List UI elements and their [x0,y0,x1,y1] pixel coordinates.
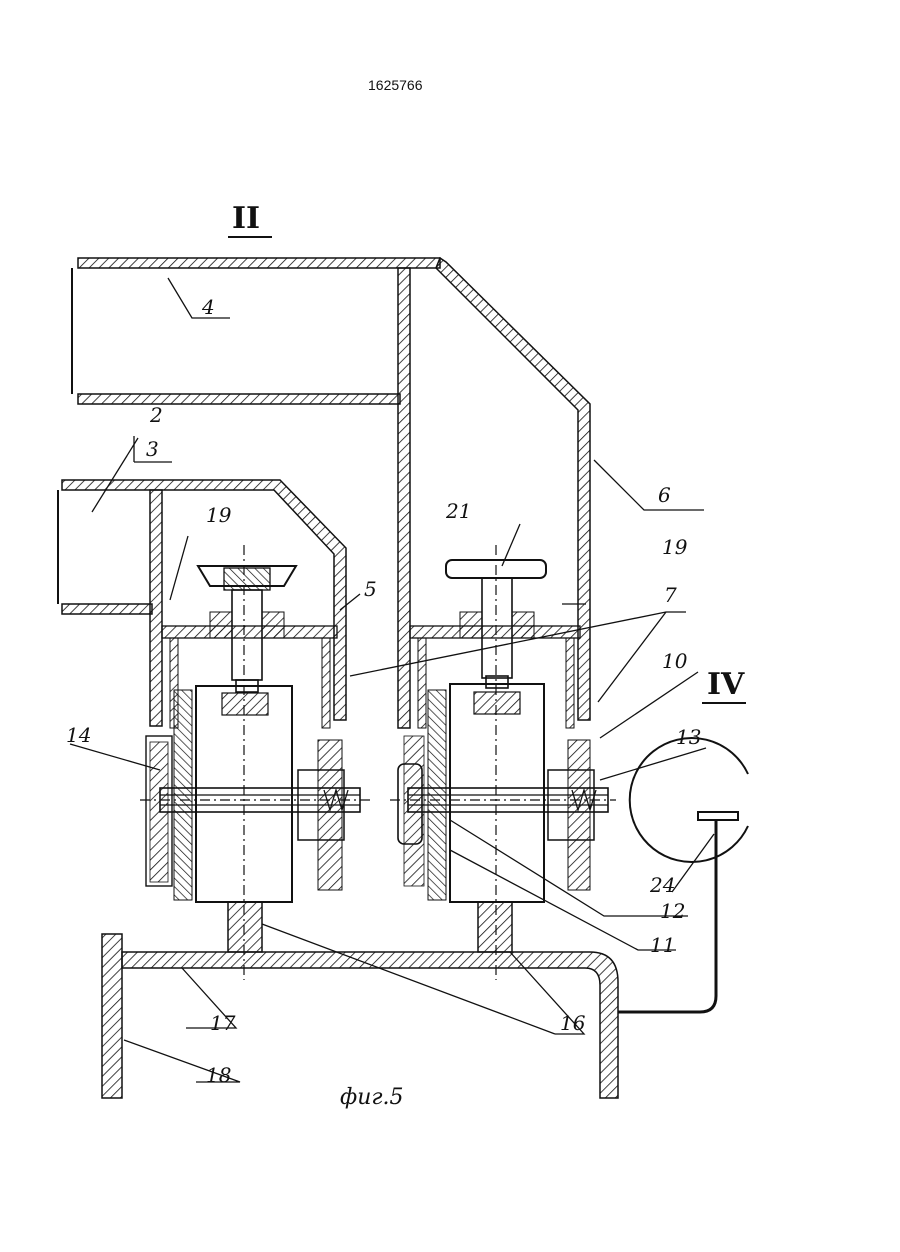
detail-IV: IV [618,667,748,1012]
svg-text:2: 2 [149,403,163,427]
svg-text:11: 11 [650,933,675,957]
svg-text:12: 12 [660,899,685,923]
svg-text:13: 13 [676,725,701,749]
svg-text:24: 24 [649,873,675,897]
base-frame-17-18 [102,934,618,1098]
svg-text:II: II [232,201,260,236]
svg-text:6: 6 [658,483,671,507]
svg-text:IV: IV [707,667,745,702]
svg-text:10: 10 [662,649,688,673]
svg-text:21: 21 [445,499,471,523]
figure-caption: фиг.5 [340,1085,404,1110]
svg-text:5: 5 [364,577,377,601]
svg-text:17: 17 [210,1011,236,1035]
document-number: 1625766 [368,77,423,93]
svg-text:18: 18 [206,1063,231,1087]
svg-text:16: 16 [560,1011,586,1035]
svg-text:14: 14 [66,723,91,747]
beam-2-3 [58,480,346,726]
section-mark-II: II [228,201,272,237]
svg-text:19: 19 [662,535,688,559]
beam-4 [72,258,440,404]
svg-text:7: 7 [664,583,677,607]
frame-6 [398,258,590,728]
svg-text:3: 3 [146,437,159,461]
svg-text:4: 4 [201,295,215,319]
svg-text:19: 19 [206,503,232,527]
